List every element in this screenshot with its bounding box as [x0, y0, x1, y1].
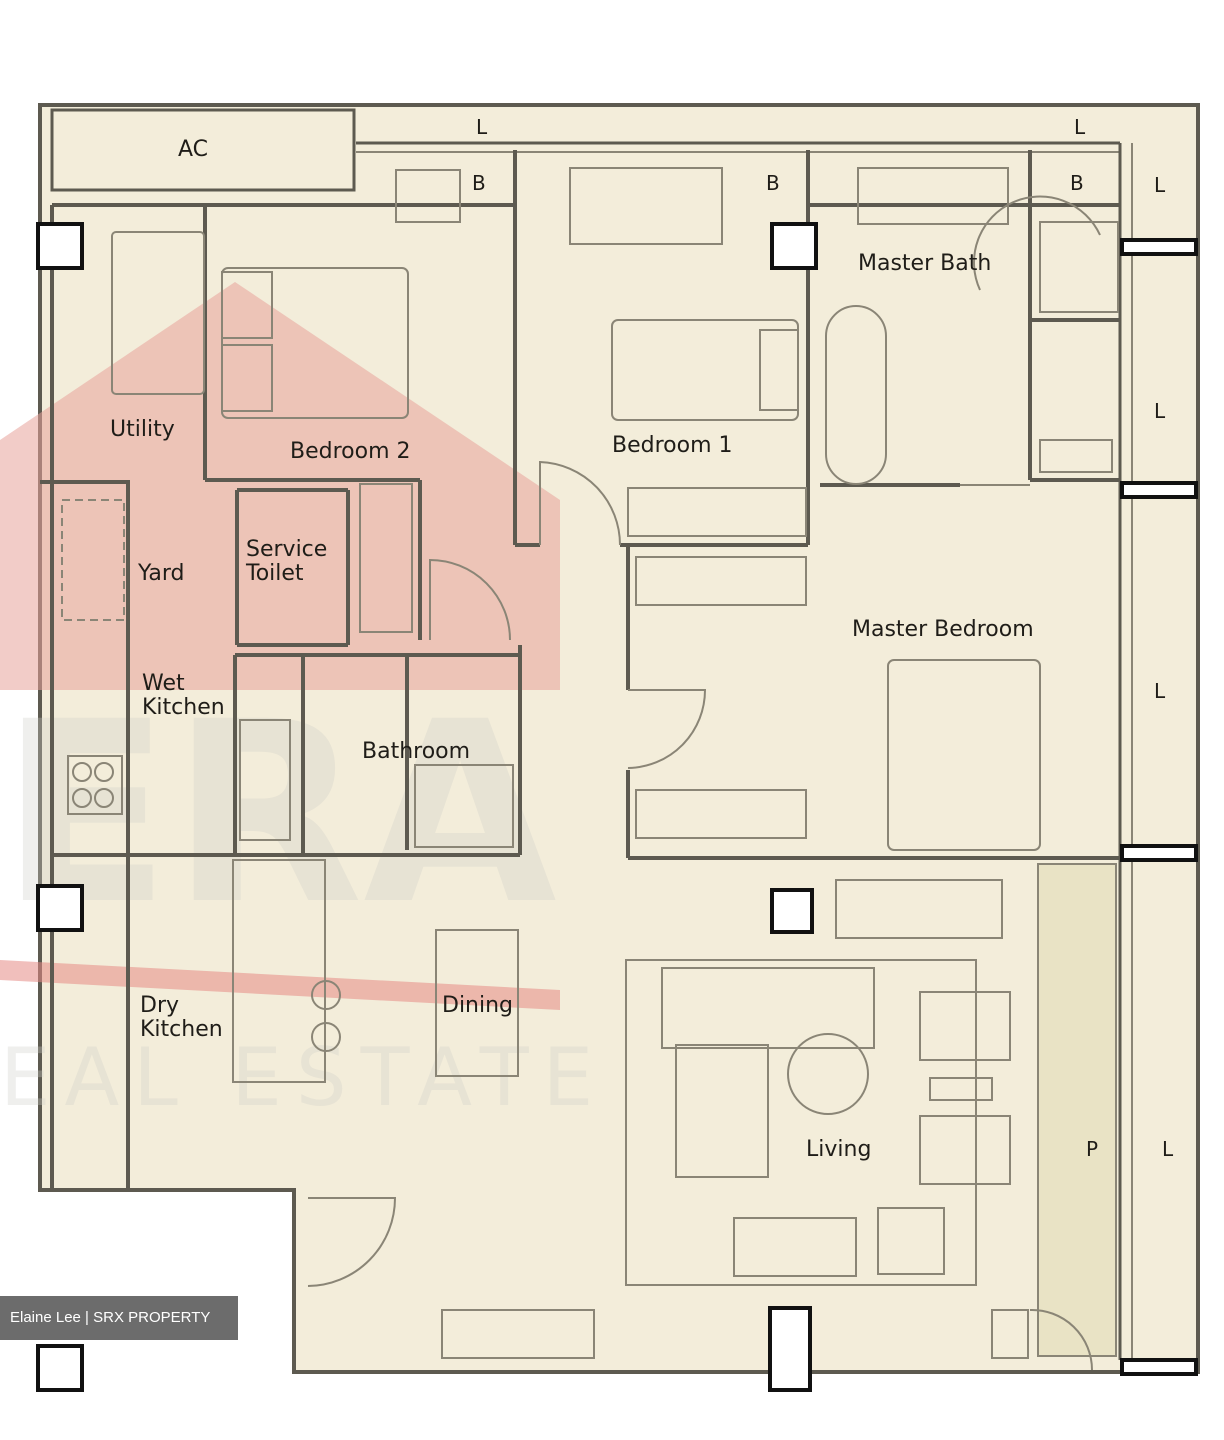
label-yard: Yard [137, 561, 185, 586]
label-dry-kitchen-1: Dry [140, 993, 179, 1018]
marker-l-top-1: L [476, 115, 488, 139]
label-bathroom: Bathroom [362, 739, 470, 764]
marker-l-right-1: L [1154, 173, 1166, 197]
marker-l-right-2: L [1154, 399, 1166, 423]
furniture [61, 167, 1119, 1359]
marker-l-right-3: L [1154, 679, 1166, 703]
pillars [36, 222, 1198, 1392]
marker-b-3: B [1070, 171, 1084, 195]
label-utility: Utility [110, 417, 175, 442]
doors [307, 195, 1101, 1371]
label-ac: AC [178, 137, 208, 162]
label-living: Living [806, 1137, 871, 1162]
room-labels: AC Utility Bedroom 2 Bedroom 1 Master Ba… [110, 137, 1034, 1162]
marker-l-top-2: L [1074, 115, 1086, 139]
photo-credit: Elaine Lee | SRX PROPERTY [0, 1296, 238, 1340]
label-service-toilet-1: Service [246, 537, 327, 562]
label-wet-kitchen-2: Kitchen [142, 695, 225, 720]
svg-text:EAL ESTATE: EAL ESTATE [0, 1031, 607, 1124]
edge-markers: L L B B B L L L P L [472, 115, 1174, 1161]
marker-b-2: B [766, 171, 780, 195]
marker-l-right-4: L [1162, 1137, 1174, 1161]
label-bedroom-1: Bedroom 1 [612, 433, 733, 458]
label-master-bath: Master Bath [858, 251, 991, 276]
label-wet-kitchen-1: Wet [142, 671, 185, 696]
label-dining: Dining [442, 993, 513, 1018]
ac-ledge [50, 108, 356, 192]
marker-p: P [1086, 1137, 1098, 1161]
marker-b-1: B [472, 171, 486, 195]
label-dry-kitchen-2: Kitchen [140, 1017, 223, 1042]
label-master-bedroom: Master Bedroom [852, 617, 1034, 642]
interior-walls [40, 150, 1120, 1190]
label-bedroom-2: Bedroom 2 [290, 439, 411, 464]
label-service-toilet-2: Toilet [245, 561, 304, 586]
